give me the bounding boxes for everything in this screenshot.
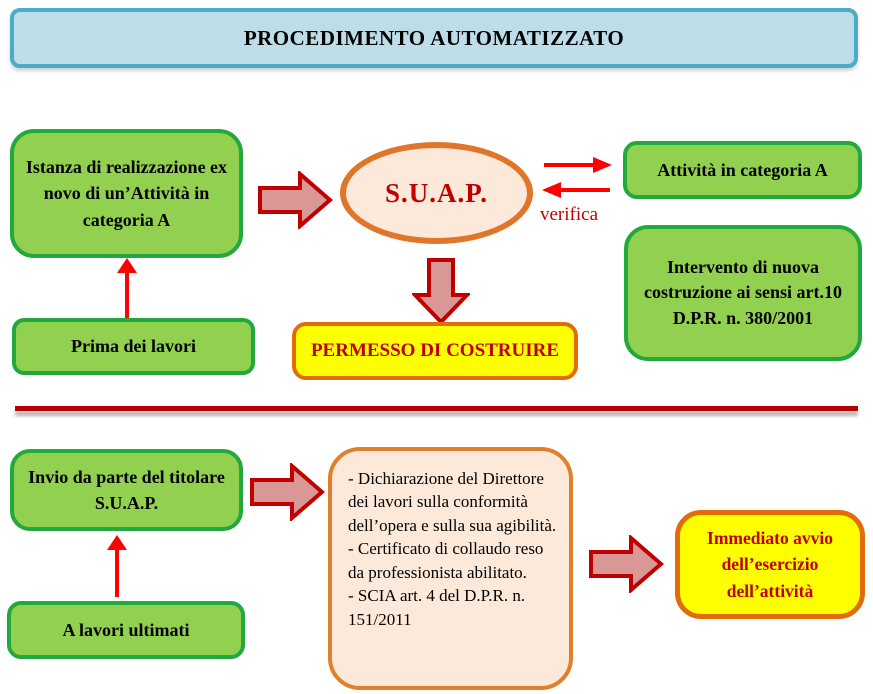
box-avvio-label: Immediato avvio dell’esercizio dell’atti… — [707, 528, 833, 601]
block-arrow-right-icon — [250, 463, 325, 521]
box-invio-label: Invio da parte del titolare S.U.A.P. — [28, 466, 225, 513]
block-arrow-right-icon — [589, 535, 664, 593]
box-lavori-ultimati: A lavori ultimati — [7, 601, 245, 659]
suap-node: S.U.A.P. — [340, 142, 533, 244]
box-permesso: PERMESSO DI COSTRUIRE — [292, 322, 578, 380]
box-categoria-a: Attività in categoria A — [623, 141, 862, 199]
box-intervento: Intervento di nuova costruzione ai sensi… — [624, 225, 862, 361]
box-istanza-label: Istanza di realizzazione ex novo di un’A… — [25, 157, 228, 230]
thin-arrow-left-icon — [542, 182, 610, 198]
box-permesso-label: PERMESSO DI COSTRUIRE — [310, 340, 560, 361]
box-istanza: Istanza di realizzazione ex novo di un’A… — [10, 129, 243, 258]
box-categoria-a-label: Attività in categoria A — [657, 159, 828, 180]
document-item: - Dichiarazione del Direttore dei lavori… — [348, 469, 557, 535]
box-lavori-ultimati-label: A lavori ultimati — [62, 619, 190, 640]
box-documents: - Dichiarazione del Direttore dei lavori… — [328, 447, 573, 690]
box-prima-lavori: Prima dei lavori — [12, 318, 255, 375]
page-title: PROCEDIMENTO AUTOMATIZZATO — [243, 25, 625, 50]
suap-label: S.U.A.P. — [384, 177, 489, 208]
box-intervento-label: Intervento di nuova costruzione ai sensi… — [644, 257, 842, 328]
verifica-label: verifica — [540, 204, 599, 225]
section-divider — [15, 406, 858, 411]
box-invio: Invio da parte del titolare S.U.A.P. — [10, 449, 243, 531]
document-item: - Certificato di collaudo reso da profes… — [348, 539, 544, 582]
box-avvio: Immediato avvio dell’esercizio dell’atti… — [675, 510, 865, 619]
document-item: - SCIA art. 4 del D.P.R. n. 151/2011 — [348, 586, 526, 629]
block-arrow-down-icon — [412, 258, 470, 325]
up-arrow-icon — [107, 535, 127, 597]
thin-arrow-right-icon — [544, 157, 612, 173]
up-arrow-icon — [117, 258, 137, 318]
title-banner: PROCEDIMENTO AUTOMATIZZATO — [10, 8, 858, 68]
block-arrow-right-icon — [258, 171, 333, 229]
box-prima-lavori-label: Prima dei lavori — [71, 336, 196, 356]
